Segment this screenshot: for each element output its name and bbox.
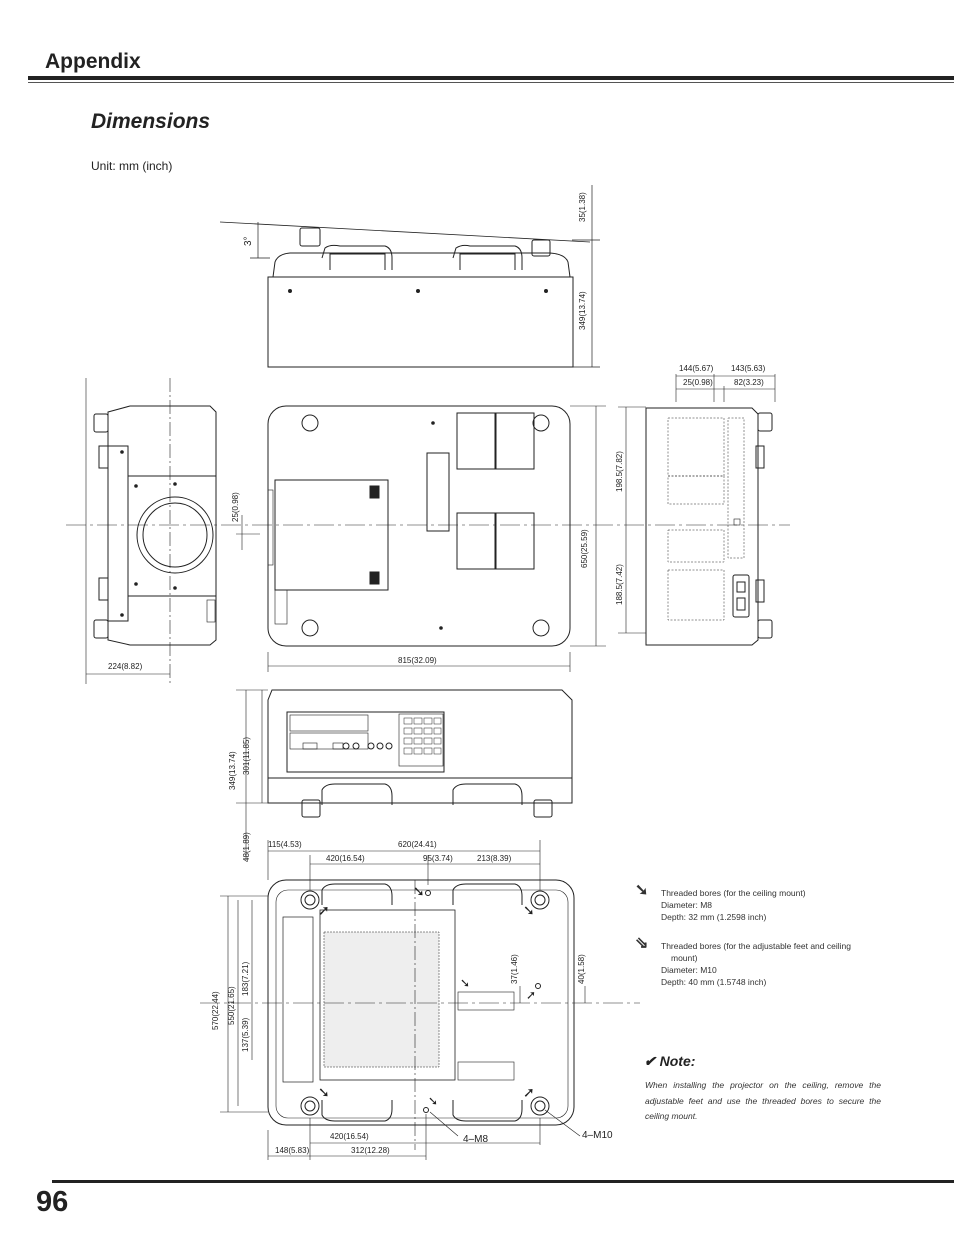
dim-height: 349(13.74) bbox=[578, 291, 587, 330]
dim-ceil-h4: 137(5.39) bbox=[241, 1017, 250, 1052]
rear-view-drawing bbox=[236, 689, 573, 860]
section-title: Appendix bbox=[45, 50, 141, 73]
side-view-drawing bbox=[618, 374, 776, 646]
dim-ceil-bot-left: 148(5.83) bbox=[275, 1146, 310, 1155]
svg-text:➘: ➘ bbox=[428, 1094, 438, 1108]
svg-text:➚: ➚ bbox=[523, 1084, 535, 1100]
dim-ceil-h3: 183(7.21) bbox=[241, 961, 250, 996]
dim-side-a: 144(5.67) bbox=[679, 364, 714, 373]
dim-ceil-mid: 95(3.74) bbox=[423, 854, 453, 863]
dim-ceil-h1: 570(22.44) bbox=[211, 991, 220, 1030]
ceiling-view-drawing: ➘ ➚ ➘ ➘ ➚ ➘ ➘ ➚ bbox=[200, 840, 640, 1160]
header-rule bbox=[28, 76, 954, 80]
dim-length: 815(32.09) bbox=[398, 656, 437, 665]
note-text: When installing the projector on the cei… bbox=[645, 1080, 881, 1121]
dim-ceil-bot-right: 312(12.28) bbox=[351, 1146, 390, 1155]
legend-m10: ⇘ Threaded bores (for the adjustable fee… bbox=[635, 935, 851, 988]
dim-side-f: 188.5(7.42) bbox=[615, 564, 624, 605]
dim-lens-offset: 25(0.98) bbox=[231, 492, 240, 522]
label-m10: 4–M10 bbox=[582, 1130, 613, 1141]
dim-ceil-bot-span: 420(16.54) bbox=[330, 1132, 369, 1141]
dim-width: 224(8.82) bbox=[108, 662, 143, 671]
dim-depth: 650(25.59) bbox=[580, 529, 589, 568]
legend-m8: ➘ Threaded bores (for the ceiling mount)… bbox=[635, 882, 806, 923]
dim-side-c: 25(0.98) bbox=[683, 378, 713, 387]
dim-ceil-h6: 40(1.58) bbox=[577, 954, 586, 984]
arrow-m10-icon: ⇘ bbox=[635, 935, 649, 952]
bottom-view-drawing bbox=[267, 405, 606, 672]
label-m8: 4–M8 bbox=[463, 1134, 488, 1145]
dim-ceil-total: 620(24.41) bbox=[398, 840, 437, 849]
dim-ceil-span: 420(16.54) bbox=[326, 854, 365, 863]
footer-rule bbox=[52, 1180, 954, 1183]
header-rule-thin bbox=[28, 82, 954, 83]
dim-side-e: 198.5(7.82) bbox=[615, 451, 624, 492]
note-title: ✔ Note: bbox=[644, 1053, 696, 1069]
svg-text:➚: ➚ bbox=[526, 988, 536, 1002]
dim-side-d: 82(3.23) bbox=[734, 378, 764, 387]
unit-label: Unit: mm (inch) bbox=[91, 159, 173, 173]
page-heading: Dimensions bbox=[91, 110, 211, 133]
svg-text:➘: ➘ bbox=[318, 1084, 330, 1100]
dim-rear-body: 301(11.85) bbox=[242, 737, 251, 775]
arrow-m8-icon: ➘ bbox=[635, 882, 649, 899]
dim-ceil-left: 115(4.53) bbox=[268, 840, 302, 849]
dim-rear-foot: 48(1.89) bbox=[242, 832, 251, 862]
dim-ceil-right: 213(8.39) bbox=[477, 854, 512, 863]
svg-text:➘: ➘ bbox=[523, 902, 535, 918]
svg-text:➘: ➘ bbox=[413, 883, 425, 899]
dim-angle: 3° bbox=[243, 236, 254, 246]
svg-text:➘: ➘ bbox=[460, 976, 470, 990]
dim-ceil-h5: 37(1.46) bbox=[510, 954, 519, 984]
dim-ceil-h2: 550(21.65) bbox=[227, 986, 236, 1025]
check-icon: ✔ bbox=[644, 1053, 656, 1069]
page-number: 96 bbox=[36, 1186, 69, 1218]
dim-top: 35(1.38) bbox=[578, 192, 587, 222]
front-view-drawing bbox=[66, 378, 790, 684]
top-view-drawing bbox=[219, 185, 600, 368]
svg-text:➚: ➚ bbox=[318, 902, 330, 918]
dim-side-b: 143(5.63) bbox=[731, 364, 766, 373]
dim-rear-total: 349(13.74) bbox=[228, 751, 237, 790]
